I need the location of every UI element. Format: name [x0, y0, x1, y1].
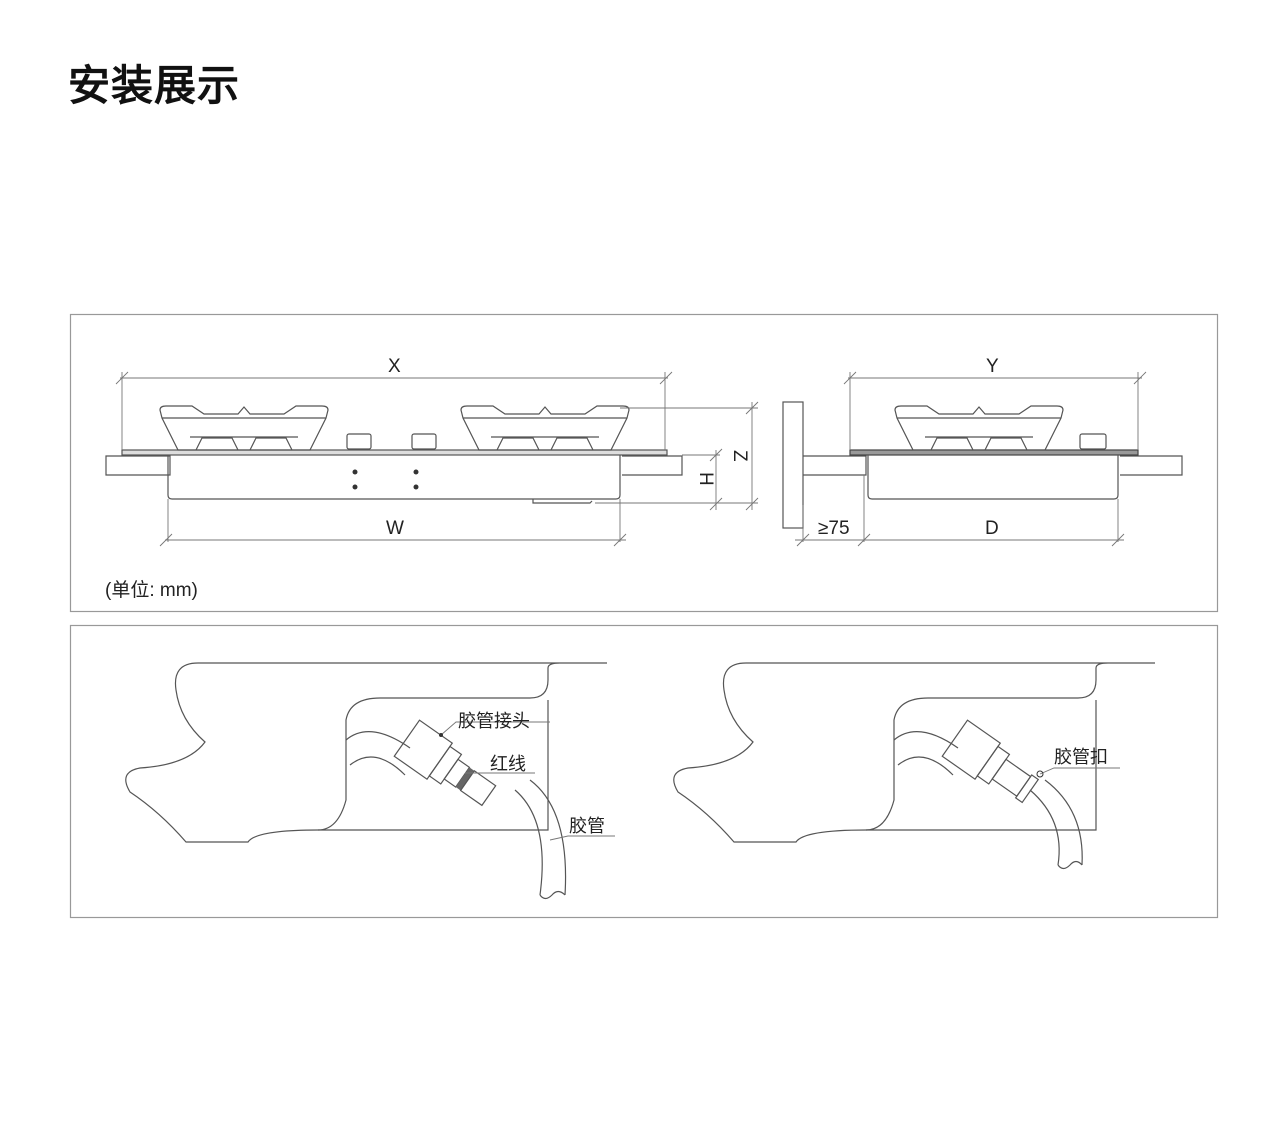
hose-connection-right — [673, 662, 1155, 870]
hose-clamp-label: 胶管扣 — [1054, 747, 1108, 768]
dimension-panel — [69, 313, 1219, 613]
front-view-hob — [105, 405, 683, 504]
red-line-label: 红线 — [490, 754, 526, 775]
dimension-y-label: Y — [986, 356, 999, 377]
hose-panel — [69, 624, 1219, 919]
hose-label: 胶管 — [569, 816, 605, 837]
burner — [894, 405, 1064, 451]
dimension-d-label: D — [985, 518, 999, 539]
burner — [460, 405, 630, 451]
dimension-w-label: W — [386, 518, 404, 539]
front-dimension-lines — [115, 371, 759, 547]
hose-connection-left — [125, 662, 615, 900]
dimension-x-label: X — [388, 356, 401, 377]
hose-connector-label: 胶管接头 — [458, 711, 530, 732]
side-view-hob — [782, 401, 1183, 529]
unit-note: (单位: mm) — [105, 579, 198, 601]
dimension-h-label: H — [695, 472, 716, 486]
side-dimension-lines — [795, 371, 1147, 547]
burner — [159, 405, 329, 451]
page-title: 安装展示 — [68, 61, 241, 110]
dimension-z-label: Z — [729, 450, 750, 462]
dimension-gap-label: ≥75 — [818, 518, 850, 539]
